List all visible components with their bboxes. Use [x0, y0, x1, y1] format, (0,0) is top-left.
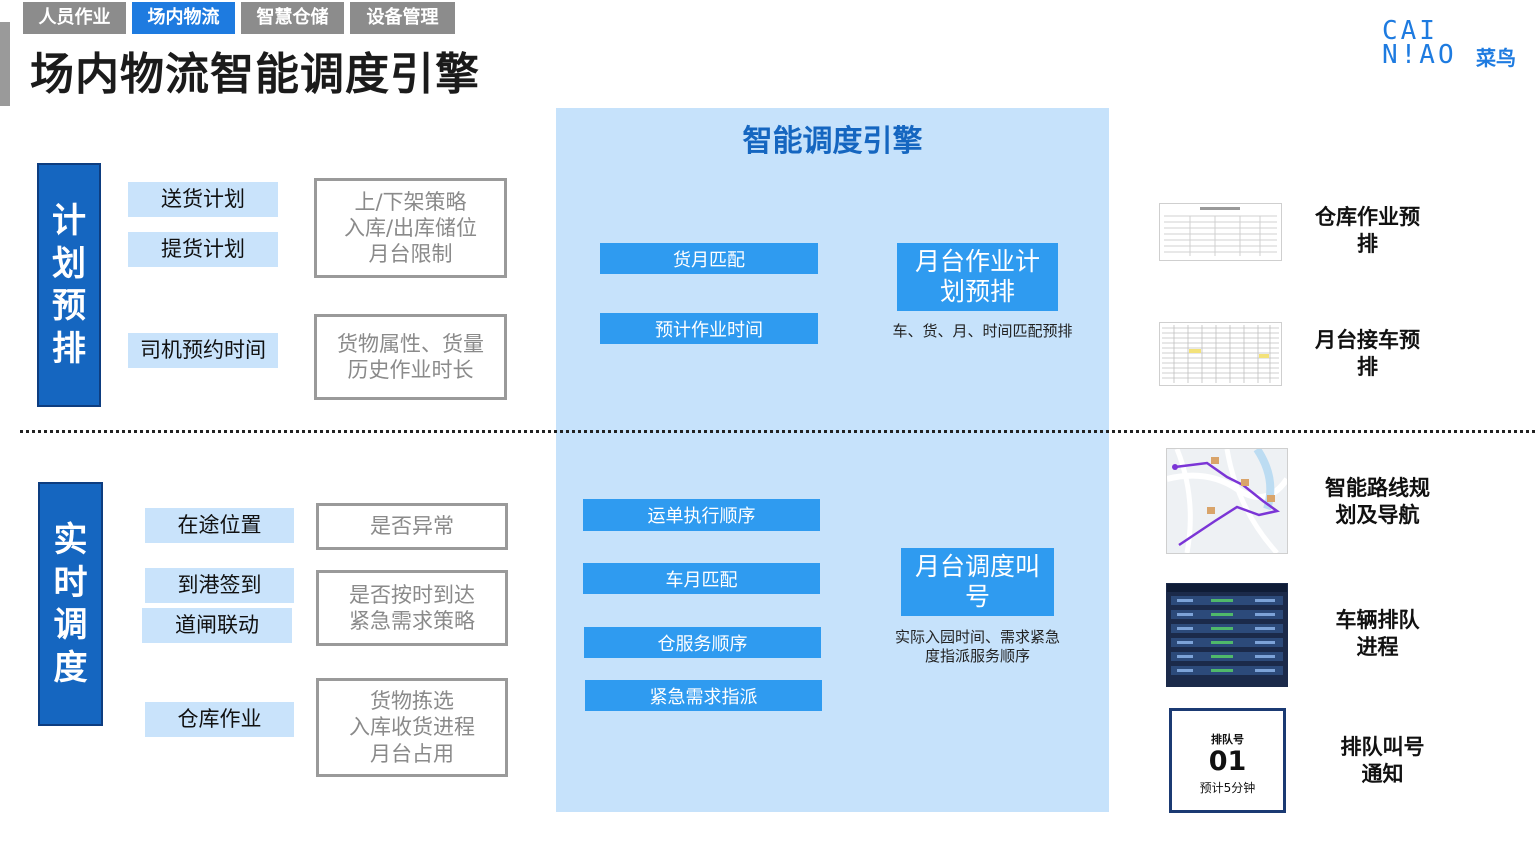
desc-line: 度指派服务顺序 — [924, 646, 1030, 665]
logo-line2: N!AO — [1382, 40, 1457, 70]
strategy-line: 月台限制 — [368, 242, 453, 267]
logo-line1: CAI — [1382, 16, 1438, 46]
result-line: 车辆排队 — [1335, 608, 1420, 632]
plan-output-box: 月台作业计 划预排 — [897, 243, 1058, 311]
result-route-planning: 智能路线规 划及导航 — [1310, 475, 1445, 530]
realtime-section-label: 实 时 调 度 — [38, 482, 103, 726]
realtime-label-char: 度 — [53, 647, 88, 688]
result-line: 月台接车预 — [1315, 328, 1420, 352]
result-line: 通知 — [1361, 762, 1404, 787]
desc-line: 实际入园时间、需求紧急 — [894, 628, 1060, 646]
route-map-thumbnail — [1166, 448, 1288, 554]
queue-card-note: 预计5分钟 — [1199, 780, 1256, 795]
output-line: 划预排 — [939, 277, 1015, 306]
input-driver-appointment: 司机预约时间 — [128, 333, 278, 368]
input-arrival-checkin: 到港签到 — [145, 568, 294, 603]
plan-label-char: 预 — [52, 286, 86, 326]
strategy-line: 月台占用 — [370, 741, 454, 766]
queue-card-number: 01 — [1208, 746, 1247, 777]
map-icon — [1167, 449, 1287, 553]
output-line: 号 — [964, 582, 990, 611]
plan-output-desc: 车、货、月、时间匹配预排 — [892, 322, 1073, 340]
input-transit-location: 在途位置 — [145, 508, 294, 543]
result-line: 仓库作业预 — [1315, 205, 1420, 229]
input-delivery-plan: 送货计划 — [128, 182, 278, 217]
strategy-line: 是否异常 — [370, 514, 454, 539]
table-icon — [1162, 325, 1279, 383]
cainiao-logo: CAI N!AO 菜鸟 — [1378, 16, 1528, 86]
input-warehouse-ops: 仓库作业 — [145, 702, 294, 737]
result-line: 排 — [1357, 232, 1378, 257]
plan-label-char: 排 — [52, 328, 86, 369]
engine-item-cargo-dock-match: 货月匹配 — [600, 243, 818, 274]
realtime-output-desc: 实际入园时间、需求紧急 度指派服务顺序 — [870, 628, 1085, 666]
engine-item-urgent-dispatch: 紧急需求指派 — [585, 680, 822, 711]
realtime-strategy-box-1: 是否异常 — [316, 503, 508, 550]
strategy-line: 货物拣选 — [370, 689, 454, 714]
strategy-line: 入库收货进程 — [349, 715, 475, 740]
plan-label-char: 划 — [52, 243, 86, 284]
queue-dashboard-thumbnail — [1166, 583, 1288, 687]
strategy-line: 紧急需求策略 — [349, 609, 475, 633]
queue-number-card: 排队号 01 预计5分钟 — [1169, 708, 1286, 813]
dashboard-icon — [1167, 584, 1287, 675]
engine-item-service-order: 仓服务顺序 — [584, 627, 821, 658]
result-queue-notify: 排队叫号 通知 — [1315, 734, 1450, 789]
engine-item-estimated-time: 预计作业时间 — [600, 313, 818, 344]
tab-equipment[interactable]: 设备管理 — [350, 2, 455, 34]
result-line: 进程 — [1356, 635, 1399, 660]
strategy-line: 入库/出库储位 — [343, 215, 478, 240]
result-line: 排队叫号 — [1340, 735, 1425, 759]
input-gate-linkage: 道闸联动 — [142, 608, 292, 643]
result-dock-receiving: 月台接车预 排 — [1300, 327, 1435, 382]
engine-item-vehicle-dock-match: 车月匹配 — [583, 563, 820, 594]
engine-title: 智能调度引擎 — [742, 124, 923, 159]
strategy-line: 上/下架策略 — [354, 189, 467, 214]
dock-receiving-thumbnail — [1159, 322, 1282, 386]
realtime-label-char: 调 — [53, 605, 88, 645]
input-pickup-plan: 提货计划 — [128, 232, 278, 267]
realtime-strategy-box-2: 是否按时到达 紧急需求策略 — [316, 570, 508, 646]
realtime-strategy-box-3: 货物拣选 入库收货进程 月台占用 — [316, 678, 508, 777]
result-line: 智能路线规 — [1325, 476, 1430, 500]
plan-section-label: 计 划 预 排 — [37, 163, 101, 407]
queue-card-title: 排队号 — [1211, 733, 1244, 746]
realtime-label-char: 时 — [53, 562, 88, 603]
section-divider — [20, 430, 1535, 433]
result-line: 排 — [1357, 355, 1378, 380]
plan-label-char: 计 — [52, 201, 86, 241]
tab-smart-storage[interactable]: 智慧仓储 — [241, 2, 344, 34]
strategy-line: 货物属性、货量 — [337, 331, 484, 356]
tab-yard-logistics[interactable]: 场内物流 — [132, 2, 235, 34]
result-vehicle-queue: 车辆排队 进程 — [1310, 607, 1445, 662]
output-line: 月台调度叫 — [914, 552, 1040, 581]
output-line: 月台作业计 — [914, 247, 1040, 276]
tab-personnel[interactable]: 人员作业 — [23, 2, 126, 34]
strategy-line: 历史作业时长 — [347, 358, 474, 382]
title-accent-bar — [0, 22, 10, 106]
realtime-label-char: 实 — [53, 520, 88, 560]
plan-strategy-box-2: 货物属性、货量 历史作业时长 — [314, 314, 507, 400]
page-title: 场内物流智能调度引擎 — [30, 49, 480, 100]
plan-strategy-box-1: 上/下架策略 入库/出库储位 月台限制 — [314, 178, 507, 278]
engine-item-waybill-order: 运单执行顺序 — [583, 499, 820, 531]
spreadsheet-icon — [1164, 207, 1277, 256]
result-warehouse-schedule: 仓库作业预 排 — [1300, 204, 1435, 259]
result-line: 划及导航 — [1335, 503, 1420, 528]
strategy-line: 是否按时到达 — [349, 582, 475, 607]
realtime-output-box: 月台调度叫 号 — [901, 548, 1054, 616]
logo-cn: 菜鸟 — [1476, 46, 1516, 70]
warehouse-schedule-thumbnail — [1159, 203, 1282, 261]
